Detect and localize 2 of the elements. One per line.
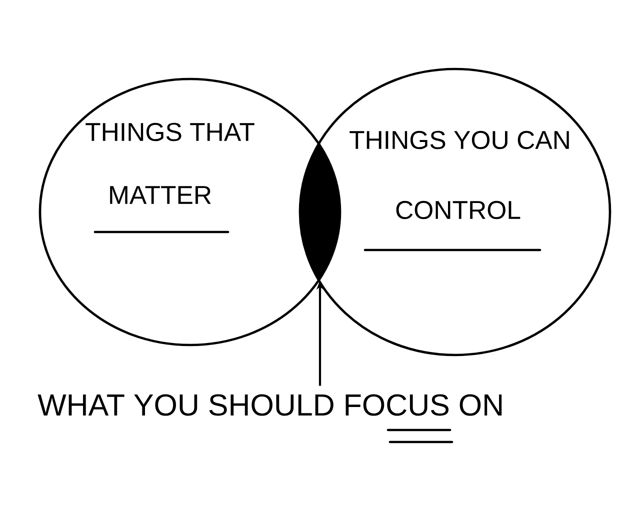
caption-text: WHAT YOU SHOULD FOCUS ON (38, 394, 502, 444)
intersection-lens (300, 144, 340, 280)
